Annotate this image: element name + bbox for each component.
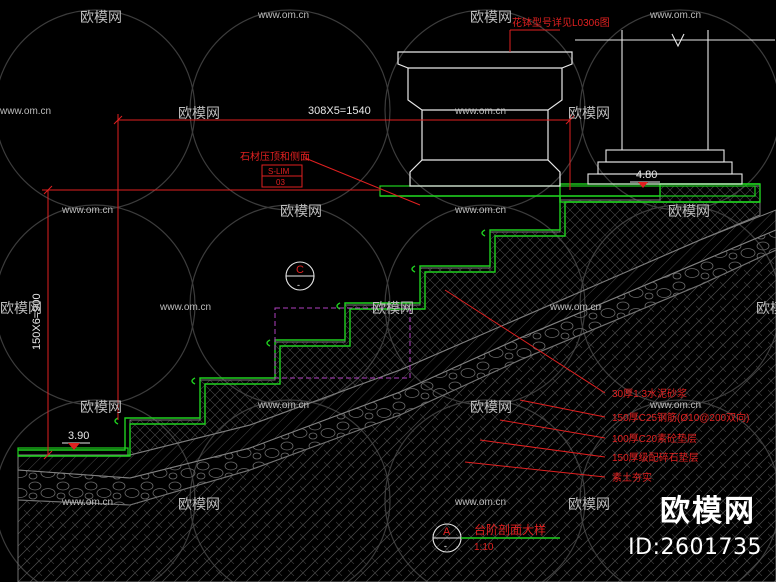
layer-5: 素土夯实	[612, 471, 652, 484]
column-base	[575, 30, 775, 185]
svg-text:欧模网: 欧模网	[568, 497, 610, 513]
layer-3: 100厚C20素砼垫层	[612, 432, 697, 445]
level-high-label: 4.80	[636, 169, 657, 181]
material-note: 石材压顶和侧面	[240, 150, 310, 163]
svg-text:www.om.cn: www.om.cn	[649, 400, 701, 411]
layer-2: 150厚C25钢筋(Ø10@200双向)	[612, 411, 749, 424]
svg-text:www.om.cn: www.om.cn	[61, 497, 113, 508]
svg-text:欧模网: 欧模网	[568, 106, 610, 122]
watermark-brand-texts: 欧模网 欧模网 欧模网 欧模网 欧模网 欧模网 欧模网 欧模网 欧模网 欧模网 …	[0, 10, 776, 513]
svg-text:欧模网: 欧模网	[470, 10, 512, 26]
svg-text:欧模网: 欧模网	[0, 301, 42, 317]
svg-text:欧模网: 欧模网	[80, 400, 122, 416]
svg-text:www.om.cn: www.om.cn	[0, 106, 51, 117]
level-marker-low	[62, 442, 90, 450]
dimension-vertical: 150X6=900	[31, 293, 43, 350]
tag-number: 03	[276, 178, 285, 187]
level-low-label: 3.90	[68, 430, 89, 442]
svg-text:欧模网: 欧模网	[372, 301, 414, 317]
svg-text:欧模网: 欧模网	[280, 204, 322, 220]
layer-4: 150厚级配碎石垫层	[612, 451, 699, 464]
title-scale: 1:10	[474, 542, 494, 553]
layer-1: 30厚1:3水泥砂浆	[612, 387, 687, 400]
svg-text:www.om.cn: www.om.cn	[454, 205, 506, 216]
svg-text:www.om.cn: www.om.cn	[257, 400, 309, 411]
tag-code: S-LIM	[268, 167, 290, 176]
watermark-id: ID:2601735	[628, 535, 762, 560]
svg-text:www.om.cn: www.om.cn	[454, 106, 506, 117]
title-text: 台阶剖面大样	[474, 522, 546, 537]
svg-text:欧模网: 欧模网	[756, 301, 776, 317]
svg-text:www.om.cn: www.om.cn	[454, 497, 506, 508]
title-letter: A	[443, 526, 451, 538]
svg-text:www.om.cn: www.om.cn	[159, 302, 211, 313]
section-marker-sub: -	[297, 280, 300, 290]
watermark-texts: www.om.cn www.om.cn www.om.cn www.om.cn …	[0, 10, 701, 508]
layer-leaders	[444, 289, 606, 478]
planter-urn	[397, 51, 573, 187]
svg-text:www.om.cn: www.om.cn	[257, 10, 309, 21]
detail-callout-box	[274, 307, 411, 379]
svg-text:欧模网: 欧模网	[80, 10, 122, 26]
watermark-brand-large: 欧模网	[660, 494, 756, 529]
svg-text:www.om.cn: www.om.cn	[549, 302, 601, 313]
section-marker-letter: C	[296, 264, 304, 276]
svg-text:欧模网: 欧模网	[668, 204, 710, 220]
title-sub: -	[444, 541, 447, 551]
svg-text:www.om.cn: www.om.cn	[649, 10, 701, 21]
level-marker-high	[630, 181, 660, 188]
top-note: 花钵型号详见L0306图	[512, 16, 610, 29]
svg-text:欧模网: 欧模网	[178, 497, 220, 513]
svg-text:www.om.cn: www.om.cn	[61, 205, 113, 216]
dimension-lines	[42, 29, 575, 460]
svg-text:欧模网: 欧模网	[178, 106, 220, 122]
svg-text:欧模网: 欧模网	[470, 400, 512, 416]
dimension-horizontal: 308X5=1540	[308, 105, 371, 117]
